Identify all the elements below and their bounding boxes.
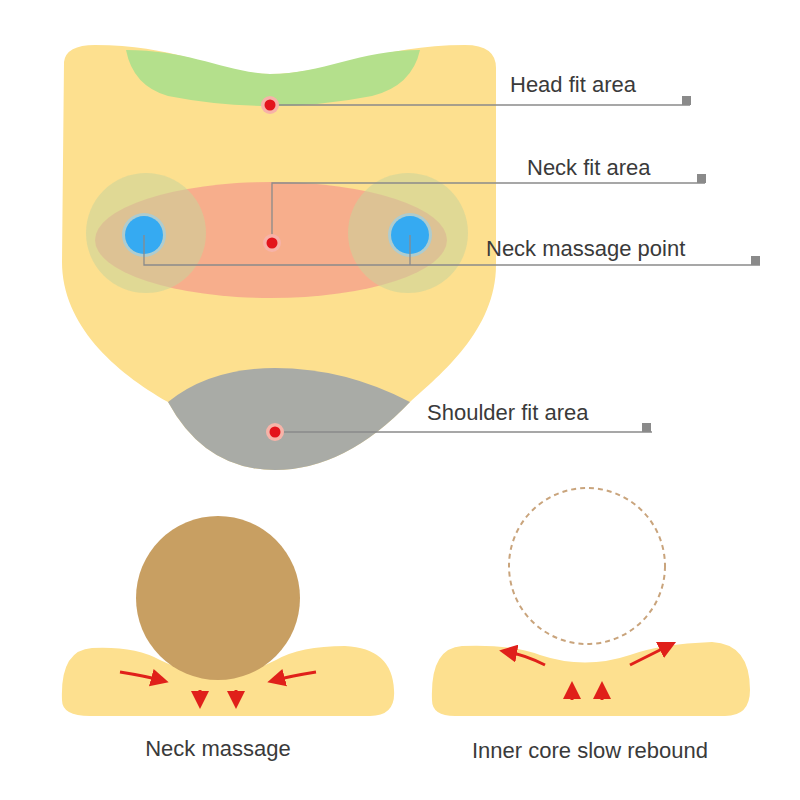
- massage-zone: [348, 173, 468, 293]
- head-ball: [136, 516, 300, 680]
- part-label: Neck massage point: [486, 236, 786, 262]
- head-outline: [509, 488, 665, 644]
- rebound-arrows: [508, 646, 668, 700]
- marker-dots: [261, 96, 284, 441]
- part-label: Shoulder fit area: [427, 400, 727, 426]
- massage-zone: [86, 173, 206, 293]
- leader-ends: [642, 96, 760, 432]
- pillow-side: [432, 642, 750, 716]
- shoulder-fit-area: [168, 368, 410, 470]
- view-caption: Inner core slow rebound: [430, 738, 750, 764]
- part-label: Neck fit area: [527, 155, 777, 181]
- leader-lines: [144, 105, 760, 432]
- view-caption: Neck massage: [98, 736, 338, 762]
- part-label: Head fit area: [510, 72, 760, 98]
- force-arrows: [120, 672, 316, 700]
